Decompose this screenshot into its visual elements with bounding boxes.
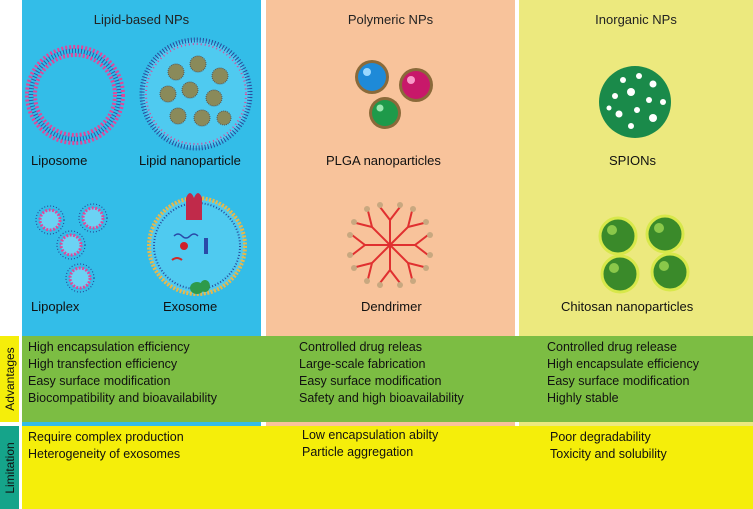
list-item: High transfection efficiency — [28, 357, 178, 371]
limitation-list-polymeric: Low encapsulation abilty Particle aggreg… — [302, 427, 438, 461]
list-item: Easy surface modification — [28, 374, 171, 388]
list-item: Large-scale fabrication — [299, 357, 426, 371]
list-item: Poor degradability — [550, 430, 651, 444]
advantages-list-inorganic: Controlled drug release High encapsulate… — [547, 339, 699, 407]
liposome-icon — [25, 45, 125, 145]
plga-nanoparticles-label: PLGA nanoparticles — [326, 153, 441, 168]
advantages-list-lipid: High encapsulation efficiency High trans… — [28, 339, 217, 407]
list-item: Heterogeneity of exosomes — [28, 447, 181, 461]
list-item: Controlled drug releas — [299, 340, 422, 354]
advantages-side-label: Advantages — [0, 336, 19, 422]
lipid-column-title: Lipid-based NPs — [93, 12, 190, 27]
dendrimer-icon — [347, 202, 433, 288]
advantages-band — [22, 336, 753, 422]
lipid-nanoparticle-label: Lipid nanoparticle — [139, 153, 241, 168]
list-item: Toxicity and solubility — [550, 447, 667, 461]
list-item: Controlled drug release — [547, 340, 677, 354]
advantages-list-polymeric: Controlled drug releas Large-scale fabri… — [299, 339, 464, 407]
list-item: Particle aggregation — [302, 445, 414, 459]
lipoplex-label: Lipoplex — [31, 299, 80, 314]
list-item: High encapsulation efficiency — [28, 340, 190, 354]
advantages-label-text: Advantages — [2, 347, 17, 411]
limitation-list-inorganic: Poor degradability Toxicity and solubili… — [550, 429, 667, 463]
limitation-label-text: Limitation — [2, 441, 17, 494]
list-item: Low encapsulation abilty — [302, 428, 439, 442]
polymeric-column-title: Polymeric NPs — [347, 12, 434, 27]
lipoplex-icon — [35, 203, 108, 293]
plga-nanoparticles-icon — [355, 60, 433, 129]
list-item: Biocompatibility and bioavailability — [28, 391, 217, 405]
list-item: Highly stable — [547, 391, 619, 405]
list-item: Easy surface modification — [299, 374, 442, 388]
chitosan-nanoparticles-label: Chitosan nanoparticles — [561, 299, 694, 314]
lipid-nanoparticle-icon — [139, 37, 253, 151]
liposome-label: Liposome — [31, 153, 88, 168]
exosome-label: Exosome — [163, 299, 218, 314]
inorganic-column-title: Inorganic NPs — [595, 12, 677, 27]
spions-label: SPIONs — [609, 153, 656, 168]
list-item: Safety and high bioavailability — [299, 391, 464, 405]
list-item: High encapsulate efficiency — [547, 357, 699, 371]
list-item: Require complex production — [28, 430, 184, 444]
spion-icon — [599, 66, 671, 138]
list-item: Easy surface modification — [547, 374, 690, 388]
limitation-side-label: Limitation — [0, 426, 19, 509]
limitation-list-lipid: Require complex production Heterogeneity… — [28, 429, 184, 463]
exosome-icon — [147, 193, 247, 296]
dendrimer-label: Dendrimer — [361, 299, 422, 314]
chitosan-nanoparticles-icon — [598, 214, 690, 294]
limitation-band — [22, 426, 753, 509]
